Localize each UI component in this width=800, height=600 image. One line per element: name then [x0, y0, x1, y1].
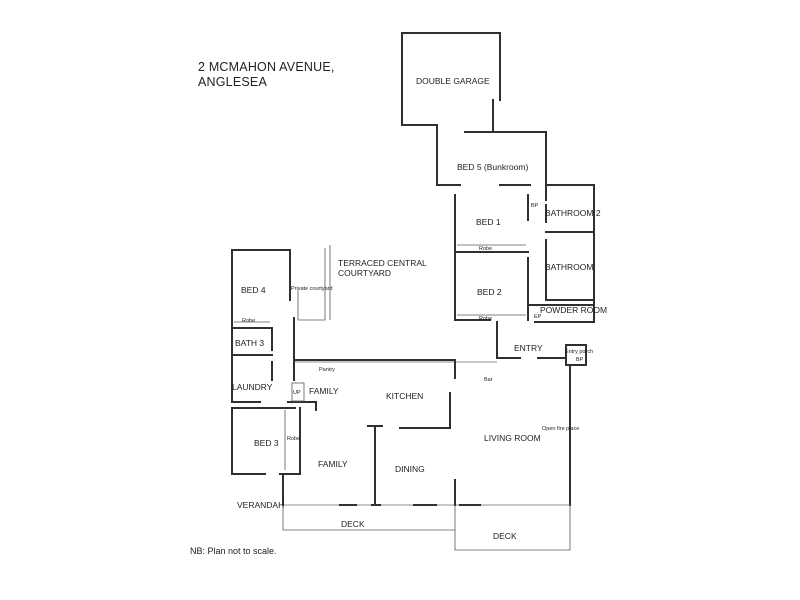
- label-bed3: BED 3: [254, 438, 279, 448]
- walls: [231, 32, 595, 551]
- label-bed2: BED 2: [477, 287, 502, 297]
- deck-left-outline: [282, 505, 455, 531]
- note-bp-bed5: BP: [531, 203, 539, 209]
- label-living-room: LIVING ROOM: [484, 433, 541, 443]
- note-entry-porch: Entry porch: [565, 349, 593, 355]
- wall-entry: [496, 321, 521, 359]
- room-labels: DOUBLE GARAGE BED 5 (Bunkroom) BED 1 BAT…: [232, 76, 607, 541]
- wall-powder: [527, 304, 595, 323]
- label-bathroom: BATHROOM: [545, 262, 593, 272]
- stair-up: [291, 382, 305, 402]
- plan-title-line2: ANGLESEA: [198, 75, 267, 89]
- label-courtyard-line2: COURTYARD: [338, 268, 391, 278]
- label-entry: ENTRY: [514, 343, 543, 353]
- wall-garage: [401, 32, 501, 126]
- note-bar: Bar: [484, 377, 493, 383]
- label-deck-left: DECK: [341, 519, 365, 529]
- note-robe-bed2: Robe: [479, 316, 492, 322]
- label-bed1: BED 1: [476, 217, 501, 227]
- wall-garage-bottom-right: [464, 99, 494, 133]
- scale-note: NB: Plan not to scale.: [190, 546, 277, 556]
- label-courtyard-line1: TERRACED CENTRAL: [338, 258, 427, 268]
- label-bath3: BATH 3: [235, 338, 264, 348]
- label-bed5: BED 5 (Bunkroom): [457, 162, 528, 172]
- deck-right-outline: [454, 505, 571, 551]
- note-open-fire-place: Open fire place: [542, 426, 579, 432]
- label-kitchen: KITCHEN: [386, 391, 423, 401]
- label-deck-right: DECK: [493, 531, 517, 541]
- wall-bed1: [454, 194, 491, 321]
- note-robe-bed1: Robe: [479, 246, 492, 252]
- wall-bathrooms: [545, 184, 595, 306]
- wall-bed5: [436, 139, 461, 186]
- label-dining: DINING: [395, 464, 425, 474]
- label-powder-room: POWDER ROOM: [540, 305, 607, 315]
- label-family-lower: FAMILY: [318, 459, 348, 469]
- label-bathroom2: BATHROOM 2: [545, 208, 601, 218]
- wall-kitchen-bench: [399, 392, 451, 429]
- wall-courtyard-left: [293, 317, 456, 361]
- note-up: UP: [293, 390, 301, 396]
- wall-west-upper: [231, 249, 291, 301]
- note-robe-bed3: Robe: [287, 436, 300, 442]
- wall-bed5-top: [492, 131, 547, 201]
- note-robe-bed4: Robe: [242, 318, 255, 324]
- note-ep: EP: [534, 314, 542, 320]
- wall-bed3: [231, 407, 266, 475]
- note-private-courtyard: Private courtyard: [291, 286, 333, 292]
- note-bp-entry: BP: [576, 357, 584, 363]
- wall-entry-porch: [565, 344, 587, 366]
- label-double-garage: DOUBLE GARAGE: [416, 76, 490, 86]
- note-pantry: Pantry: [319, 367, 335, 373]
- plan-title: 2 MCMAHON AVENUE, ANGLESEA: [198, 60, 335, 90]
- label-family-upper: FAMILY: [309, 386, 339, 396]
- annotations: BP Robe Robe EP Private courtyard Robe P…: [242, 203, 593, 442]
- label-laundry: LAUNDRY: [232, 382, 273, 392]
- wall-garage-bottom-left: [401, 124, 438, 141]
- courtyard-fence-2: [298, 248, 326, 321]
- label-bed4: BED 4: [241, 285, 266, 295]
- label-verandah: VERANDAH: [237, 500, 284, 510]
- plan-title-line1: 2 MCMAHON AVENUE,: [198, 60, 335, 74]
